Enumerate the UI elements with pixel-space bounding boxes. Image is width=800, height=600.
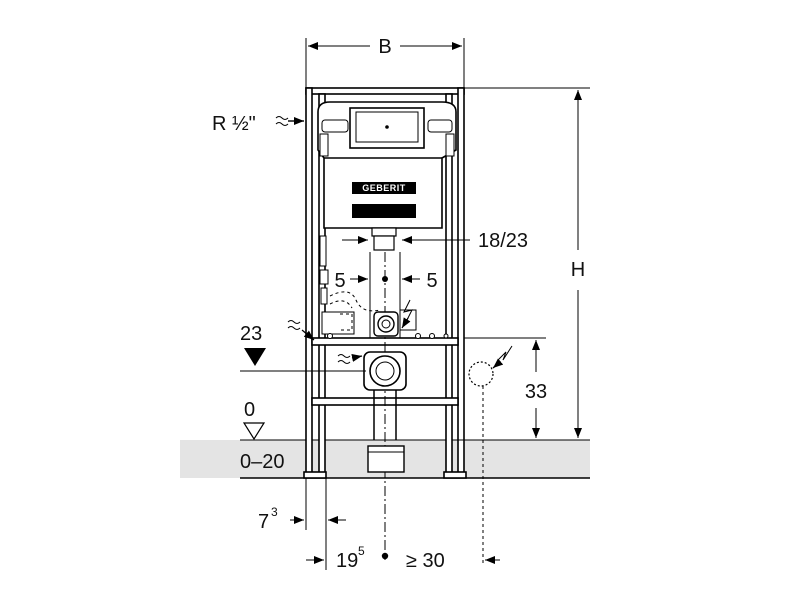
- width-label: B: [378, 36, 391, 58]
- drain-distance-label: 19: [336, 550, 358, 572]
- dimension-h: H: [452, 87, 590, 441]
- frame-offset-label: 7: [258, 511, 269, 533]
- dimension-drain-height: 23: [240, 320, 366, 372]
- height-label: H: [571, 259, 585, 281]
- water-connection-label: R ½": [212, 113, 256, 135]
- flush-pipe-label: 18/23: [478, 230, 528, 252]
- dimension-drain-distance: 19 5 ≥ 30: [306, 544, 500, 572]
- electrical-box: [468, 345, 513, 566]
- offset-right-label: 5: [426, 270, 437, 292]
- dimension-frame-offset: 7 3: [258, 478, 346, 570]
- offset-left-label: 5: [334, 270, 345, 292]
- dimension-flush-pipe: 18/23: [342, 230, 528, 252]
- floor-range-label: 0–20: [240, 451, 285, 473]
- floor-zero-label: 0: [244, 399, 255, 421]
- cistern: GEBERIT: [317, 101, 457, 251]
- drain-bend: [363, 351, 407, 473]
- min-distance-label: ≥ 30: [406, 550, 445, 572]
- dimension-floor: 0 0–20: [240, 399, 300, 473]
- frame-offset-sup: 3: [271, 505, 278, 519]
- dimension-electrical-height: 33: [464, 337, 547, 438]
- dimension-offsets: 5 5: [334, 270, 438, 329]
- brand-label: GEBERIT: [362, 183, 406, 193]
- electrical-height-label: 33: [525, 381, 547, 403]
- water-connection: R ½": [212, 113, 304, 135]
- supply-fittings: [319, 235, 449, 339]
- dimension-b: B: [305, 36, 465, 88]
- drain-height-label: 23: [240, 323, 262, 345]
- drain-distance-sup: 5: [358, 544, 365, 558]
